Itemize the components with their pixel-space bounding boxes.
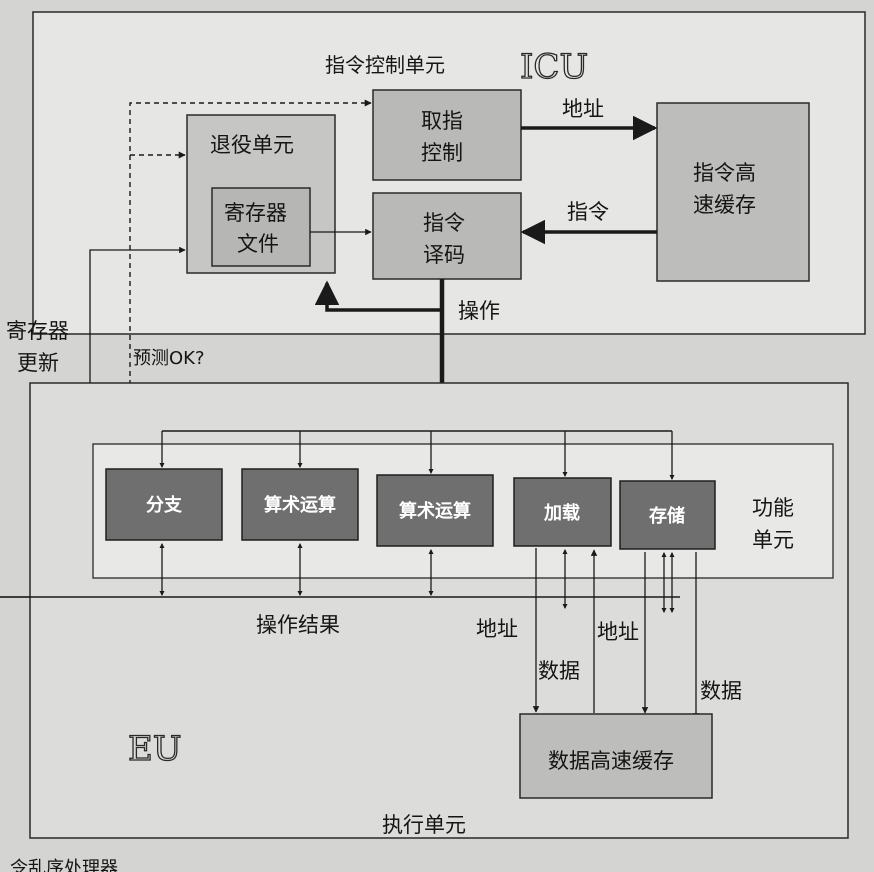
- op-results-label: 操作结果: [256, 613, 340, 637]
- fu-store-label: 存储: [649, 505, 685, 527]
- retire-unit-label: 退役单元: [210, 133, 294, 157]
- address-label-1: 地址: [476, 617, 518, 641]
- register-update-label-1: 寄存器: [6, 319, 69, 343]
- icache-label-2: 速缓存: [693, 193, 756, 217]
- fu-load-label: 加载: [543, 502, 580, 524]
- fu-alu2-label: 算术运算: [399, 500, 471, 522]
- eu-title: 执行单元: [382, 813, 466, 837]
- icu-title: 指令控制单元: [325, 53, 445, 77]
- fetch-control-label-2: 控制: [421, 141, 463, 165]
- eu-handwritten: EU: [128, 729, 181, 769]
- instruction-label: 指令: [567, 200, 609, 224]
- data-label-1: 数据: [538, 659, 580, 683]
- operation-label: 操作: [458, 299, 500, 323]
- address-label: 地址: [562, 97, 604, 121]
- fu-branch-box: [105, 468, 223, 541]
- register-update-label-2: 更新: [17, 351, 59, 375]
- register-file-box: [211, 187, 311, 267]
- decode-label-2: 译码: [423, 243, 465, 267]
- fu-branch-label: 分支: [146, 494, 183, 516]
- prediction-ok-label: 预测OK?: [133, 348, 205, 369]
- fu-alu2-box: [376, 474, 494, 547]
- decode-box: [372, 192, 522, 280]
- footer-caption-fragment: 令乱序处理器: [10, 858, 118, 872]
- fu-load-box: [513, 477, 612, 547]
- fetch-control-box: [372, 89, 522, 181]
- icache-box: [656, 102, 810, 282]
- fu-alu1-label: 算术运算: [264, 494, 336, 516]
- dcache-box: [519, 713, 713, 799]
- fu-alu1-box: [241, 468, 359, 541]
- prediction-dashed-line: [129, 99, 372, 466]
- operation-feedback-arrow: [314, 280, 442, 312]
- icache-label-1: 指令高: [693, 161, 756, 185]
- fu-store-box: [619, 480, 716, 550]
- decode-label-1: 指令: [423, 211, 465, 235]
- dcache-label: 数据高速缓存: [548, 749, 674, 773]
- address-label-2: 地址: [597, 620, 639, 644]
- data-label-2: 数据: [700, 679, 742, 703]
- functional-units-label-1: 功能: [752, 496, 794, 520]
- fetch-control-label-1: 取指: [421, 109, 463, 133]
- functional-units-label-2: 单元: [752, 528, 794, 552]
- register-file-label-1: 寄存器: [224, 201, 287, 225]
- register-file-label-2: 文件: [237, 232, 279, 256]
- icu-handwritten: ICU: [520, 47, 588, 87]
